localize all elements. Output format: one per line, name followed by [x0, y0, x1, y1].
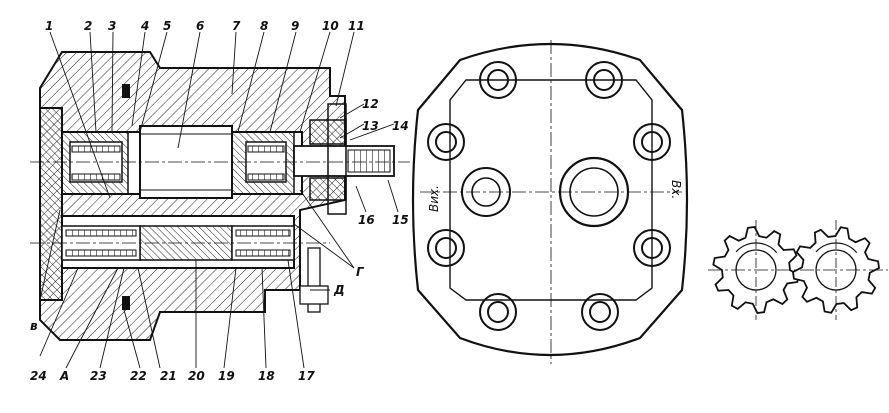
inlet-port-inner [569, 167, 619, 217]
end-view-inner-outline [449, 79, 653, 301]
end-view: Вих. Вх. [411, 40, 689, 364]
inlet-port [558, 156, 630, 228]
callout-4: 4 [140, 19, 149, 33]
callout-23: 23 [90, 369, 107, 383]
label-g: Г [356, 265, 365, 279]
callout-15: 15 [392, 213, 409, 227]
callout-11: 11 [348, 19, 365, 33]
callout-22: 22 [130, 369, 147, 383]
seal-retainer [327, 103, 347, 215]
needle-bearing-6 [65, 249, 137, 257]
port-label-inlet: Вх. [669, 180, 683, 199]
callout-9: 9 [291, 19, 299, 33]
callout-a: A [59, 369, 69, 383]
bolt-holes [427, 61, 671, 331]
callout-12: 12 [362, 97, 379, 111]
callout-24: 24 [30, 369, 47, 383]
outlet-port [461, 167, 511, 217]
shaft-splines [347, 149, 391, 173]
callout-8: 8 [260, 19, 268, 33]
callout-20: 20 [188, 369, 205, 383]
callout-18: 18 [258, 369, 275, 383]
needle-bearing-7 [235, 229, 291, 237]
needle-bearing-1 [71, 145, 121, 153]
callout-21: 21 [160, 369, 177, 383]
callout-5: 5 [163, 19, 171, 33]
needle-bearing-5 [65, 229, 137, 237]
label-b: в [30, 319, 38, 333]
callout-2: 2 [84, 19, 92, 33]
section-view: 1 2 3 4 5 6 7 8 9 10 11 12 13 14 15 16 2… [30, 19, 410, 383]
callout-13: 13 [362, 119, 379, 133]
needle-bearing-2 [71, 173, 121, 181]
label-d: Д [333, 283, 345, 297]
outlet-port-inner [471, 177, 501, 207]
callout-19: 19 [218, 369, 235, 383]
callout-14: 14 [392, 119, 409, 133]
needle-bearing-8 [235, 249, 291, 257]
gearR-rotation-arrow [815, 242, 858, 253]
callout-10: 10 [322, 19, 339, 33]
gear-mesh-detail [708, 220, 888, 320]
drain-plug [299, 285, 329, 305]
callout-17: 17 [298, 369, 315, 383]
gearL-rotation-arrow [735, 242, 778, 253]
front-cover [39, 107, 63, 301]
o-ring-top [122, 84, 130, 98]
needle-bearing-3 [247, 145, 285, 153]
o-ring-bottom [122, 296, 130, 310]
callout-16: 16 [358, 213, 375, 227]
port-label-outlet: Вих. [427, 185, 441, 212]
callout-7: 7 [232, 19, 241, 33]
needle-bearing-4 [247, 173, 285, 181]
callout-1: 1 [45, 19, 53, 33]
callout-6: 6 [196, 19, 204, 33]
end-view-outline [411, 42, 689, 357]
leader-lines [39, 31, 399, 369]
callout-3: 3 [108, 19, 116, 33]
